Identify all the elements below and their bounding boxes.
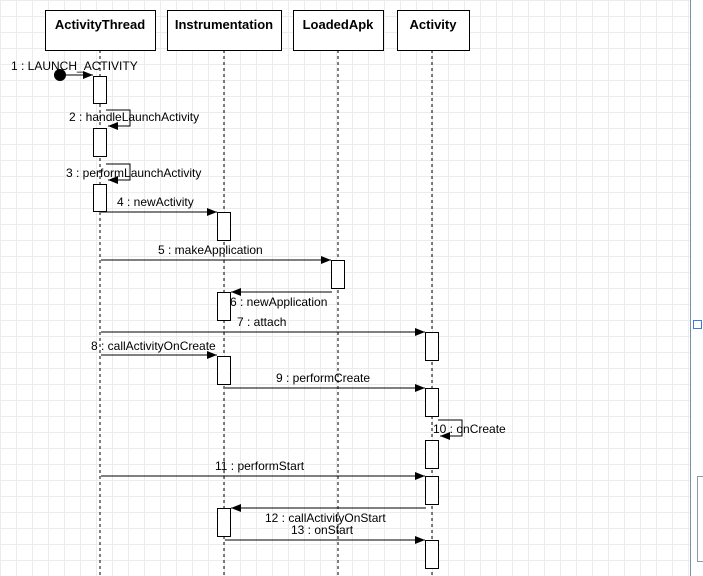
lifeline-instrumentation-box[interactable] bbox=[167, 10, 282, 51]
activation-bar bbox=[217, 212, 231, 241]
lifeline-activity-box[interactable] bbox=[397, 10, 470, 51]
activation-bar bbox=[93, 128, 107, 157]
message-7-label: 7 : attach bbox=[237, 315, 286, 329]
side-panel-edge bbox=[697, 476, 703, 562]
activation-bar bbox=[331, 260, 345, 289]
lifeline-loadedapk-label: LoadedApk bbox=[303, 17, 375, 32]
activation-bar bbox=[93, 76, 107, 104]
message-12-label: 12 : callActivityOnStart bbox=[265, 511, 386, 525]
message-3-self-arrow[interactable] bbox=[106, 163, 131, 184]
lifeline-loadedapk-box[interactable] bbox=[293, 10, 384, 51]
message-2-self-arrow[interactable] bbox=[106, 109, 131, 130]
message-13-label: 13 : onStart bbox=[291, 523, 354, 537]
activation-bar bbox=[425, 388, 439, 417]
message-5-label: 5 : makeApplication bbox=[158, 243, 263, 257]
activation-bar bbox=[93, 184, 107, 212]
right-scrollbar[interactable] bbox=[690, 0, 703, 576]
message-8-label: 8 : callActivityOnCreate bbox=[91, 339, 216, 353]
activation-bar bbox=[425, 476, 439, 505]
message-9-label: 9 : performCreate bbox=[276, 371, 370, 385]
message-10-label: 10 : onCreate bbox=[433, 422, 506, 436]
activation-bar bbox=[217, 292, 231, 321]
message-6-label: 6 : newApplication bbox=[230, 295, 327, 309]
message-10-self-arrow[interactable] bbox=[438, 419, 463, 440]
message-2-label: 2 : handleLaunchActivity bbox=[69, 110, 199, 124]
message-3-label: 3 : performLaunchActivity bbox=[66, 166, 201, 180]
activation-bar bbox=[217, 508, 231, 537]
lifeline-activitythread-box[interactable] bbox=[45, 10, 156, 51]
lifeline-instrumentation-label: Instrumentation bbox=[175, 17, 273, 32]
activation-bar bbox=[425, 332, 439, 361]
resize-handle[interactable] bbox=[693, 320, 702, 329]
activation-bar bbox=[217, 356, 231, 385]
message-1-label: 1 : LAUNCH_ACTIVITY bbox=[11, 59, 138, 73]
activation-bar bbox=[425, 540, 439, 569]
lifeline-activity-label: Activity bbox=[410, 17, 458, 32]
message-11-label: 11 : performStart bbox=[215, 459, 305, 473]
message-4-label: 4 : newActivity bbox=[117, 195, 194, 209]
activation-bar bbox=[425, 440, 439, 469]
lifeline-activitythread-label: ActivityThread bbox=[55, 17, 145, 32]
